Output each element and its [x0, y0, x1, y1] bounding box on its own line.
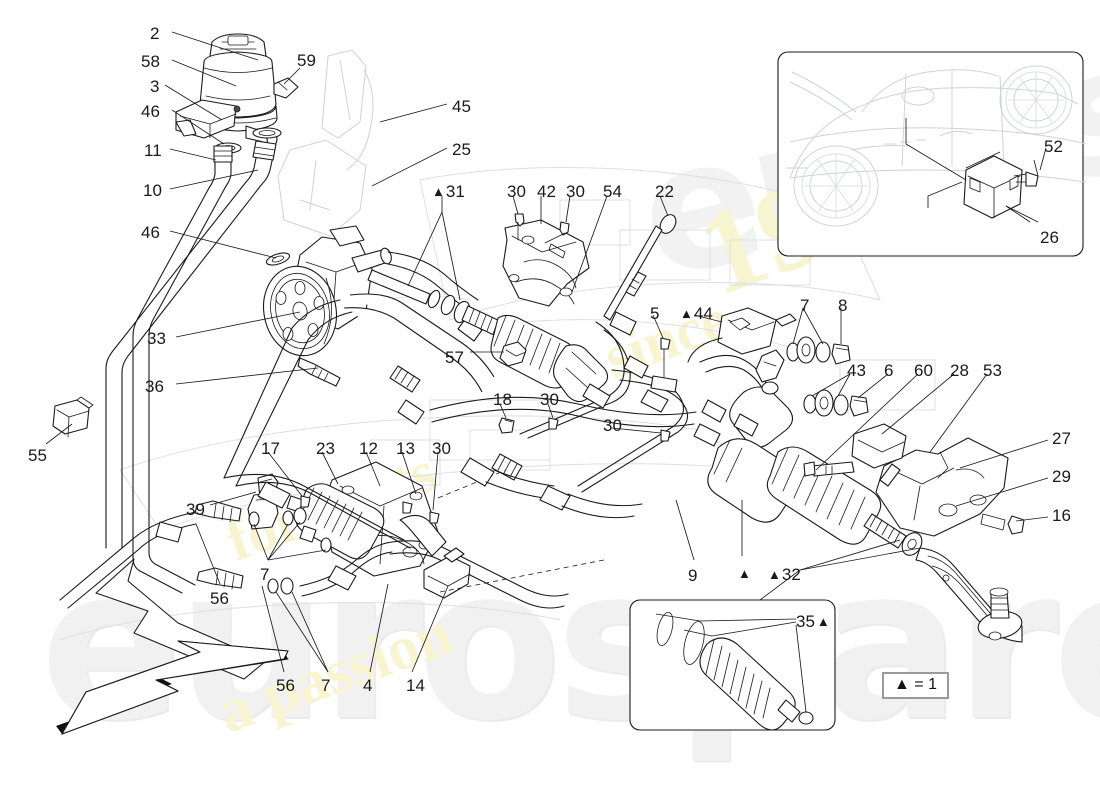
lower-return-pipes [223, 457, 643, 549]
oil-cooler-assembly [59, 461, 605, 609]
callout-56-c56b: 56 [276, 676, 295, 695]
callout-27-c27: 27 [1052, 429, 1071, 448]
legend-triangle-equals-one: ▲ = 1 [882, 672, 949, 699]
callout-53-c53: 53 [983, 361, 1002, 380]
callout-59-c59: 59 [297, 51, 316, 70]
callout-triangle-c34 [738, 566, 752, 583]
callout-46-c46b: 46 [141, 223, 160, 242]
callout-22-c22: 22 [655, 182, 674, 201]
callout-35-c35: 35 [796, 613, 830, 631]
callout-3-c3: 3 [150, 77, 160, 96]
callout-25-c25: 25 [452, 140, 471, 159]
callout-17-c17: 17 [261, 439, 280, 458]
callout-45-c45: 45 [452, 97, 471, 116]
callout-57-c57: 57 [445, 348, 464, 367]
callout-16-c16: 16 [1052, 506, 1071, 525]
callout-leader-lines [45, 31, 1049, 673]
callout-26-c26: 26 [1040, 228, 1059, 247]
callout-2-c2: 2 [150, 24, 160, 43]
hose-return-11 [132, 145, 233, 594]
callout-7-c7b: 7 [260, 565, 270, 584]
steering-rack-right-section [707, 438, 1023, 643]
callout-30-c30b: 30 [566, 182, 585, 201]
callout-58-c58: 58 [141, 52, 160, 71]
callout-9-c9: 9 [688, 566, 698, 585]
callout-29-c29: 29 [1052, 467, 1071, 486]
callout-10-c10: 10 [143, 181, 162, 200]
callout-7-c7c: 7 [321, 676, 331, 695]
callout-33-c33: 33 [147, 329, 166, 348]
callout-36-c36: 36 [145, 377, 164, 396]
callout-23-c23: 23 [316, 439, 335, 458]
callout-56-c56a: 56 [210, 589, 229, 608]
callout-7-c7a: 7 [800, 296, 810, 315]
center-hose-bundle [397, 311, 697, 493]
callout-30-c30c: 30 [540, 390, 559, 409]
callout-30-c30e: 30 [432, 439, 451, 458]
callout-6-c6: 6 [884, 361, 894, 380]
callout-39-c39: 39 [186, 500, 205, 519]
rack-bellows-right [766, 446, 882, 545]
hose-supply-10 [105, 140, 277, 549]
fittings-43-6 [803, 389, 869, 417]
callout-55-c55: 55 [28, 446, 47, 465]
callout-4-c4: 4 [363, 676, 373, 695]
fluid-reservoir-assembly [175, 33, 299, 147]
power-steering-pump-assembly [263, 49, 392, 387]
callout-30-c30a: 30 [507, 182, 526, 201]
pressure-switch-44 [687, 307, 797, 363]
callout-8-c8: 8 [838, 296, 848, 315]
callout-18-c18: 18 [493, 390, 512, 409]
callout-46-c46a: 46 [141, 102, 160, 121]
bolt-22 [603, 214, 677, 321]
callout-11-c11: 11 [144, 141, 162, 160]
callout-30-c30d: 30 [603, 416, 622, 435]
vehicle-inset-box [777, 51, 1087, 257]
callout-43-c43: 43 [847, 361, 866, 380]
callout-13-c13: 13 [396, 439, 415, 458]
callout-60-c60: 60 [914, 361, 933, 380]
callout-44-c44: 44 [680, 305, 713, 323]
fittings-7-8 [786, 336, 851, 365]
callout-12-c12: 12 [359, 439, 378, 458]
rack-pinion-valve-block [693, 349, 794, 448]
callout-42-c42: 42 [537, 182, 556, 201]
callout-52-c52: 52 [1044, 137, 1063, 156]
callout-5-c5: 5 [650, 304, 660, 323]
callout-31-c31: 31 [432, 183, 465, 201]
callout-32-c32: 32 [768, 566, 801, 584]
callout-54-c54: 54 [603, 182, 622, 201]
direction-arrow [56, 558, 289, 735]
steering-rack-left-section [367, 269, 609, 403]
callout-14-c14: 14 [406, 676, 425, 695]
hose-clip-55 [52, 396, 94, 438]
bellows-inset-box [629, 599, 836, 731]
heat-shield-assembly [803, 423, 1025, 537]
rack-mounting-bracket-42 [502, 213, 677, 321]
callout-28-c28: 28 [950, 361, 969, 380]
